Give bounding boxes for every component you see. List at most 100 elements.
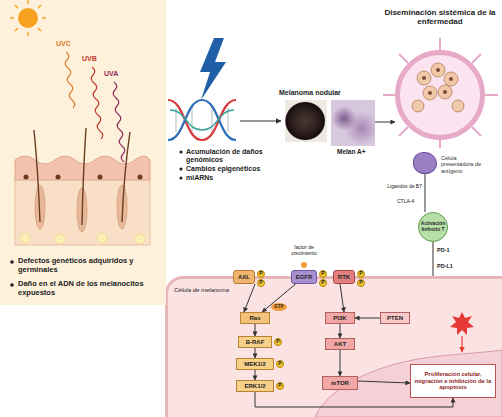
node-text: RTK xyxy=(334,271,354,283)
immunostain-photo: Melan A+ xyxy=(331,100,375,146)
pathway-box: mTOR xyxy=(322,376,358,390)
annotation-label: factor de crecimiento xyxy=(282,245,326,257)
uv-ray xyxy=(91,67,103,139)
pathway-box: B-RAF xyxy=(238,336,272,348)
tumor-cell xyxy=(412,100,424,112)
sun-disc xyxy=(18,8,38,28)
node-text: AXL xyxy=(234,271,254,283)
tumor-cell xyxy=(417,71,431,85)
annotation-label: GTP xyxy=(271,303,287,311)
annotation-label: PD-1 xyxy=(437,247,450,253)
dna-strand xyxy=(168,100,236,140)
fat-cell xyxy=(55,234,65,244)
phosphate-label: P xyxy=(274,338,282,346)
phosphate-label: P xyxy=(257,270,265,278)
node-text: Diseminación sistémica de la enfermedad xyxy=(381,8,499,26)
vessel-spoke xyxy=(439,140,441,148)
uv-ray xyxy=(113,82,125,162)
annotation-label: CTLA-4 xyxy=(397,199,414,205)
sun-ray xyxy=(15,28,18,31)
receptor: AXL xyxy=(233,270,255,284)
phosphate-label: P xyxy=(276,360,284,368)
uv-ray xyxy=(65,52,75,108)
melanocyte xyxy=(98,175,103,180)
connector xyxy=(425,174,426,212)
connector xyxy=(433,242,434,276)
node-text: B-RAF xyxy=(239,337,271,347)
node-text: Célula presentadora de antígeno xyxy=(441,155,489,174)
annotation-label: PD-L1 xyxy=(437,263,453,269)
lightning-bolt xyxy=(200,38,226,100)
sun-ray xyxy=(27,32,29,36)
bullet-dot xyxy=(10,283,14,287)
vessel-spokes xyxy=(383,38,498,148)
flow-arrow xyxy=(240,120,281,121)
vessel-spoke xyxy=(383,94,395,96)
node-text: PI3K xyxy=(326,313,354,323)
sun-ray xyxy=(38,28,41,31)
epidermis-layer xyxy=(15,156,150,180)
tumor-photo: Melanoma nodular xyxy=(285,100,327,142)
vessel-spoke xyxy=(399,127,408,136)
annotation-label: Daño en el ADN de los melanocitos expues… xyxy=(18,280,163,297)
bullet-dot xyxy=(10,260,14,264)
vessel-spoke xyxy=(399,54,408,63)
pathway-box: MEK1/2 xyxy=(236,358,274,370)
node-text: Melanoma nodular xyxy=(279,89,341,97)
vessel-spoke xyxy=(472,54,481,63)
outcome-box: Proliferación celular, migración e inhib… xyxy=(410,364,496,398)
sun-ray xyxy=(15,5,18,8)
melanocyte xyxy=(24,175,29,180)
fat-cell xyxy=(135,234,145,244)
annotation-label: miARNs xyxy=(186,174,246,182)
node-text: PTEN xyxy=(381,313,409,323)
node-text: Activación linfocito T xyxy=(419,213,447,241)
pathway-box: ERK1/2 xyxy=(236,380,274,392)
sun-ray xyxy=(38,5,41,8)
cell-nucleus xyxy=(436,68,440,72)
sun-ray xyxy=(42,17,46,19)
tumor-cell xyxy=(423,86,437,100)
node-text: mTOR xyxy=(323,377,357,389)
annotation-label: UVC xyxy=(56,40,71,48)
hair-strand xyxy=(82,128,86,225)
tumor-cell xyxy=(444,72,458,86)
phosphate-label: P xyxy=(276,382,284,390)
pathway-box: Ras xyxy=(240,312,270,324)
dna-strand xyxy=(170,110,234,130)
melanocyte xyxy=(56,175,61,180)
connector xyxy=(375,122,395,123)
node-text: Ras xyxy=(241,313,269,323)
node-text: Célula de melanoma xyxy=(174,287,229,294)
signal-arrow xyxy=(461,336,462,352)
hair-strand xyxy=(34,130,40,222)
pathway-box: AKT xyxy=(325,338,355,350)
node-text: Melan A+ xyxy=(337,148,365,155)
phosphate-label: P xyxy=(257,279,265,287)
tumor-cell xyxy=(431,63,445,77)
pathway-box: PI3K xyxy=(325,312,355,324)
annotation-label: UVA xyxy=(104,70,118,78)
dna-rung xyxy=(192,106,193,134)
melanocyte xyxy=(138,175,143,180)
fat-cell xyxy=(97,233,107,243)
sun-ray xyxy=(10,17,14,19)
dna-helix xyxy=(168,100,236,140)
phosphate-label: P xyxy=(319,270,327,278)
bullet-dot xyxy=(179,176,182,179)
pathway-box: PTEN xyxy=(380,312,410,324)
annotation-label: Ligandos de B7 xyxy=(376,184,422,190)
ligand-symbol xyxy=(301,262,307,268)
dna-strand xyxy=(168,100,236,140)
node-text: EGFR xyxy=(292,271,316,283)
skin-section xyxy=(15,128,150,245)
annotation-label: Acumulación de daños genómicos xyxy=(186,148,268,164)
hair-follicle xyxy=(117,185,127,229)
fat-cell xyxy=(20,233,30,243)
cell-nucleus xyxy=(422,76,426,80)
node-text: Proliferación celular, migración e inhib… xyxy=(411,365,495,397)
bullet-dot xyxy=(179,167,182,170)
cell-nucleus xyxy=(428,91,432,95)
